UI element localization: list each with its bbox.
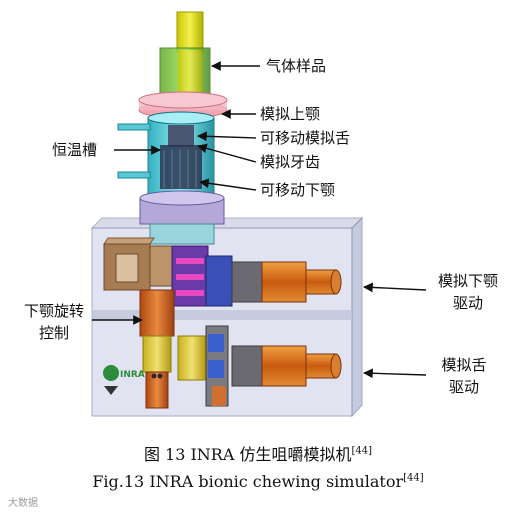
- tongue-drive-mount: [177, 325, 229, 407]
- label-lower-jaw-drive-line2: 驱动: [452, 294, 483, 312]
- label-tongue-drive: 模拟舌 驱动: [426, 354, 502, 398]
- label-thermostat-bath: 恒温槽: [52, 141, 98, 159]
- label-upper-jaw: 模拟上颚: [260, 105, 321, 123]
- watermark: 大数据: [8, 498, 38, 509]
- label-gas-sample: 气体样品: [266, 57, 327, 75]
- label-movable-lower-jaw: 可移动下颚: [260, 181, 336, 199]
- caption-chinese-text: 图 13 INRA 仿生咀嚼模拟机: [143, 445, 352, 464]
- leader-arrows: [92, 61, 427, 379]
- label-rotation-control: 下颚旋转 控制: [14, 300, 94, 344]
- caption-chinese-ref: [44]: [351, 445, 373, 457]
- label-rotation-control-line2: 控制: [38, 324, 69, 342]
- inra-logo: INRA: [103, 365, 145, 395]
- chewing-simulator-diagram: INRA: [90, 11, 427, 418]
- caption-english: Fig.13 INRA bionic chewing simulator[44]: [0, 472, 516, 491]
- lower-jaw-drive-cylinder: [231, 261, 342, 303]
- thermostat-column: [117, 111, 215, 201]
- inra-logo-text: INRA: [120, 370, 145, 380]
- label-rotation-control-line1: 下颚旋转: [23, 302, 84, 320]
- arrow-tongue-drive: [363, 368, 427, 379]
- label-tongue-drive-line2: 驱动: [448, 378, 479, 396]
- arrow-lower-jaw: [199, 178, 257, 191]
- label-tongue-drive-line1: 模拟舌: [441, 356, 487, 374]
- label-lower-jaw-drive-line1: 模拟下颚: [437, 272, 498, 290]
- lower-jaw-part: [139, 190, 225, 245]
- caption-english-ref: [44]: [403, 472, 424, 484]
- label-teeth: 模拟牙齿: [260, 153, 321, 171]
- rotation-control-column: [139, 289, 175, 409]
- arrow-movable-tongue: [197, 131, 257, 142]
- gas-sample-column: [159, 11, 211, 99]
- label-lower-jaw-drive: 模拟下颚 驱动: [426, 270, 510, 314]
- tongue-drive-cylinder: [231, 345, 342, 387]
- caption-chinese: 图 13 INRA 仿生咀嚼模拟机[44]: [0, 441, 516, 465]
- caption-english-text: Fig.13 INRA bionic chewing simulator: [92, 472, 404, 491]
- arrow-lower-jaw-drive: [363, 282, 427, 293]
- gear-section: [171, 245, 233, 307]
- arrow-teeth: [197, 143, 257, 163]
- label-movable-tongue: 可移动模拟舌: [260, 129, 351, 147]
